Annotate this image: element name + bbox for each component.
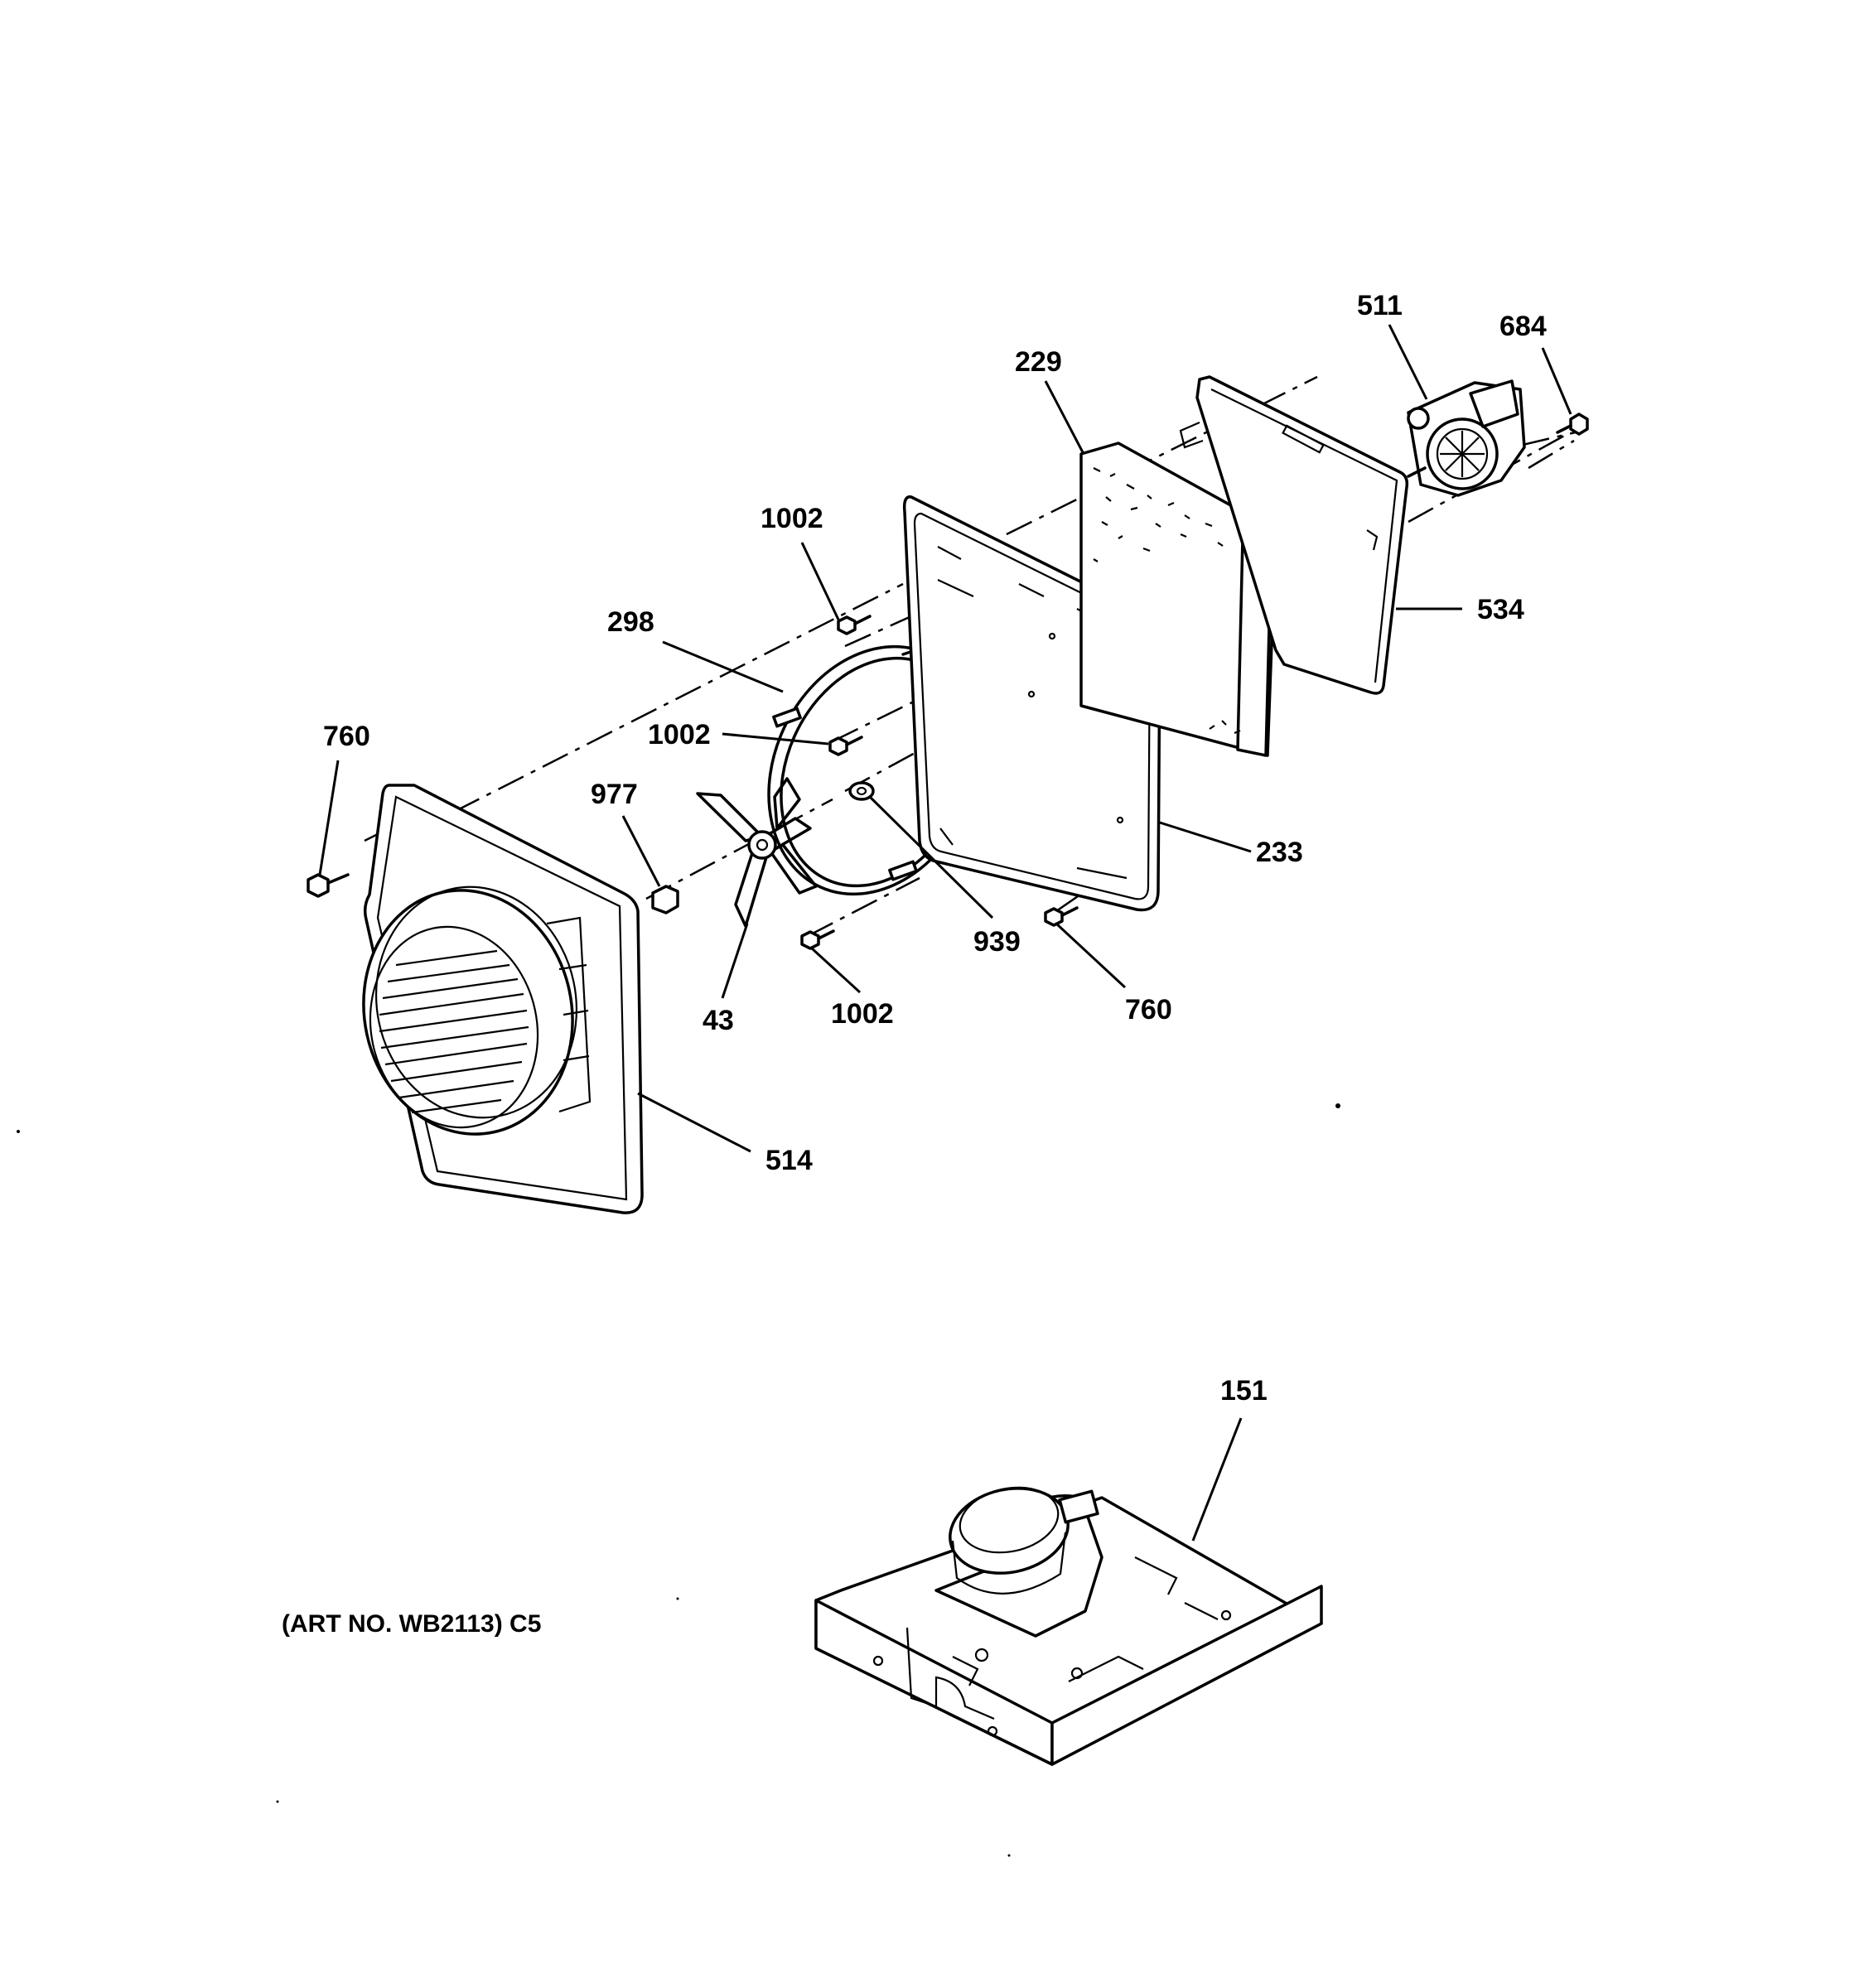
label-1002-mid: 1002 — [648, 719, 711, 750]
screw-684 — [1556, 413, 1589, 436]
callout-labels: 511 684 229 534 1002 298 1002 760 977 23… — [323, 290, 1547, 1407]
screw-1002-mid — [828, 736, 863, 756]
insulation-229 — [1079, 442, 1277, 757]
washer-939 — [848, 781, 875, 801]
label-233: 233 — [1256, 837, 1303, 868]
bracket-assembly-151 — [814, 1486, 1323, 1766]
screw-1002-top — [837, 615, 872, 635]
cover-plate-534 — [1179, 375, 1409, 695]
label-1002-top: 1002 — [761, 503, 823, 534]
nut-977 — [651, 885, 679, 914]
leader-233 — [1159, 821, 1252, 853]
leader-977 — [621, 815, 661, 887]
label-298: 298 — [607, 606, 654, 638]
label-511: 511 — [1357, 290, 1403, 321]
leader-298 — [662, 640, 784, 693]
motor-511 — [1407, 379, 1526, 497]
leader-1002-bottom — [810, 947, 862, 994]
leader-760-left — [318, 760, 340, 876]
label-760-left: 760 — [323, 721, 370, 752]
leader-43 — [721, 923, 749, 999]
leader-1002-mid — [722, 732, 829, 746]
label-43: 43 — [703, 1005, 734, 1036]
label-514: 514 — [765, 1145, 813, 1176]
label-760-right: 760 — [1125, 994, 1172, 1025]
leader-lines — [318, 324, 1572, 1542]
label-684: 684 — [1499, 311, 1547, 342]
leader-1002-top — [800, 542, 840, 620]
leader-514 — [637, 1092, 751, 1153]
label-939: 939 — [973, 926, 1021, 958]
art-number: (ART NO. WB2113) C5 — [282, 1610, 541, 1638]
leader-229 — [1044, 380, 1085, 455]
screw-1002-bottom — [800, 929, 835, 950]
fan-cover-514 — [362, 784, 644, 1214]
leader-684 — [1541, 347, 1572, 415]
fan-blade-43 — [696, 777, 818, 928]
leader-151 — [1191, 1417, 1243, 1542]
label-534: 534 — [1477, 594, 1524, 625]
scan-specks — [17, 1103, 1340, 1857]
label-229: 229 — [1015, 346, 1062, 378]
screw-760-right — [1044, 906, 1079, 927]
label-151: 151 — [1220, 1375, 1268, 1407]
fan-cover-grille — [379, 949, 529, 1114]
screw-760-left — [307, 873, 350, 898]
label-977: 977 — [591, 779, 638, 810]
leader-939 — [868, 795, 994, 919]
insulation-speckle — [1093, 467, 1241, 735]
leader-511 — [1388, 324, 1428, 400]
leader-760-right — [1055, 922, 1127, 989]
label-1002-bottom: 1002 — [831, 998, 894, 1030]
